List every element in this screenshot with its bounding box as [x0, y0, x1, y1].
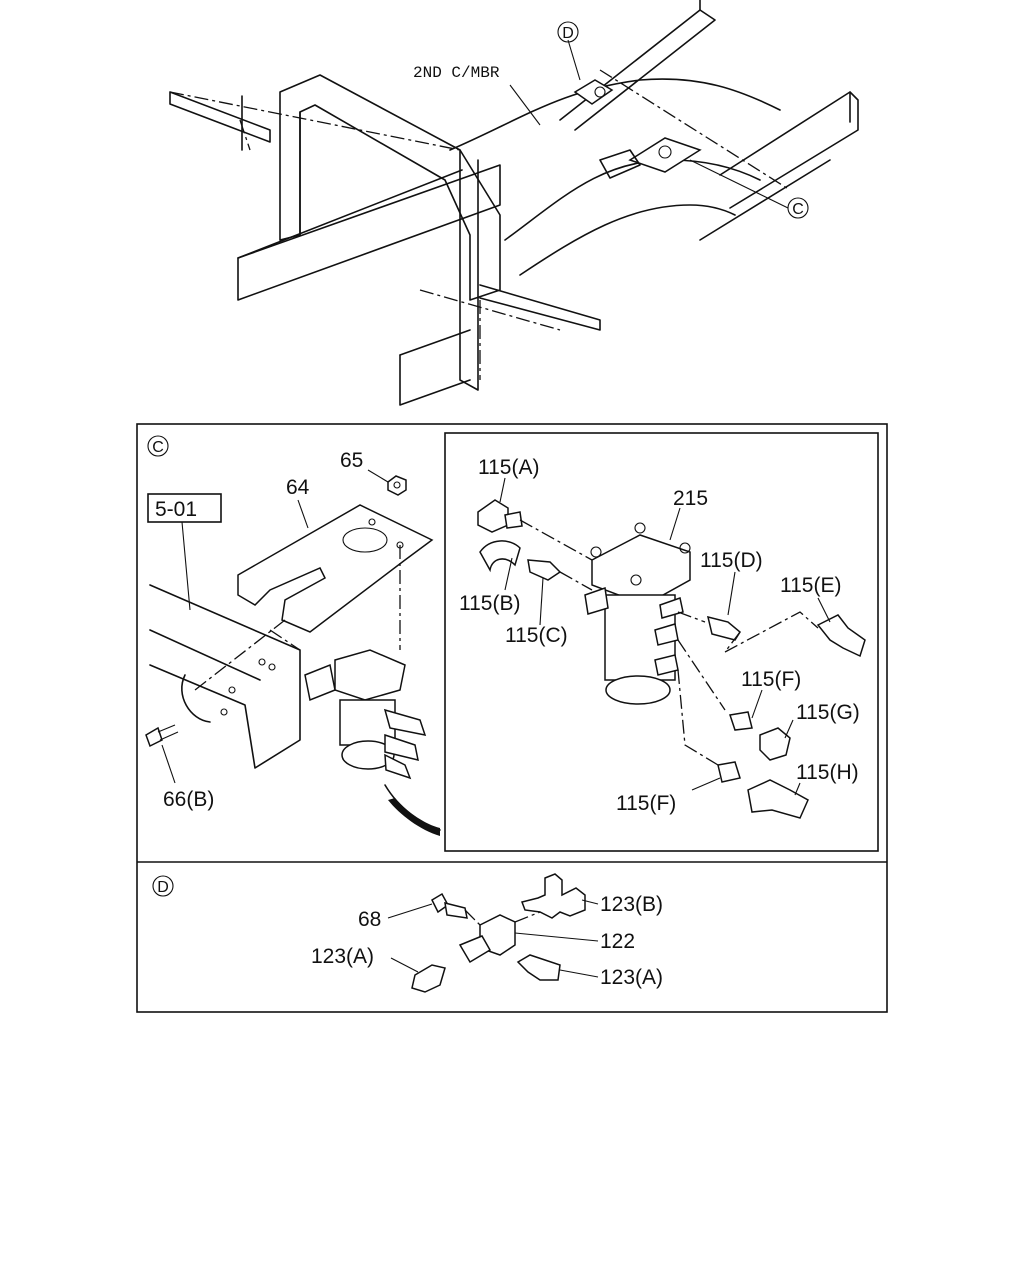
detail-outer-frame — [136, 423, 888, 1013]
callout-d-circle — [557, 21, 579, 43]
callout-c-letter: C — [792, 201, 804, 218]
nut-65 — [387, 475, 407, 496]
label-115h: 115(H) — [796, 761, 859, 784]
fitting-115e — [816, 614, 866, 658]
label-115e: 115(E) — [780, 574, 841, 597]
label-66b: 66(B) — [163, 788, 214, 811]
reference-box-label: 5-01 — [155, 498, 197, 521]
bolt-66b — [145, 724, 179, 748]
valve-exploded-inset — [444, 432, 879, 852]
label-68: 68 — [358, 908, 381, 931]
section-d-circle — [152, 875, 174, 897]
label-123a-left: 123(A) — [311, 945, 374, 968]
label-115a: 115(A) — [478, 456, 539, 479]
label-65: 65 — [340, 449, 363, 472]
label-123a-right: 123(A) — [600, 966, 663, 989]
callout-c-circle — [787, 197, 809, 219]
bolt-68 — [431, 892, 468, 919]
label-123b: 123(B) — [600, 893, 663, 916]
valve-assembly-small — [304, 649, 441, 836]
fitting-115b — [479, 540, 521, 573]
label-115f-upper: 115(F) — [741, 668, 801, 691]
block-122 — [458, 914, 516, 964]
frame-rail-detail — [149, 584, 301, 769]
relay-valve-215 — [584, 522, 691, 705]
elbow-123a-right — [516, 954, 561, 981]
fitting-115g — [759, 727, 791, 761]
bracket-64 — [194, 504, 434, 691]
label-115c: 115(C) — [505, 624, 568, 647]
fitting-115h — [747, 779, 809, 819]
elbow-123a-left — [411, 964, 446, 993]
label-64: 64 — [286, 476, 310, 499]
chassis-frame-illustration — [169, 0, 859, 406]
reference-box — [147, 493, 222, 523]
section-c-circle — [147, 435, 169, 457]
fitting-115f-lower — [717, 761, 741, 783]
fitting-115d — [706, 615, 741, 641]
section-d-letter: D — [157, 879, 169, 896]
fitting-115c — [527, 559, 562, 581]
label-122: 122 — [600, 930, 635, 953]
label-115g: 115(G) — [796, 701, 860, 724]
callout-d-letter: D — [562, 25, 574, 42]
fitting-115a — [477, 499, 523, 533]
label-115b: 115(B) — [459, 592, 520, 615]
member-label: 2ND C/MBR — [413, 64, 500, 82]
tee-fitting-123b — [521, 873, 586, 919]
label-115d: 115(D) — [700, 549, 763, 572]
section-c-letter: C — [152, 439, 164, 456]
fitting-115f-upper — [729, 711, 753, 731]
label-115f-lower: 115(F) — [616, 792, 676, 815]
label-215: 215 — [673, 487, 708, 510]
